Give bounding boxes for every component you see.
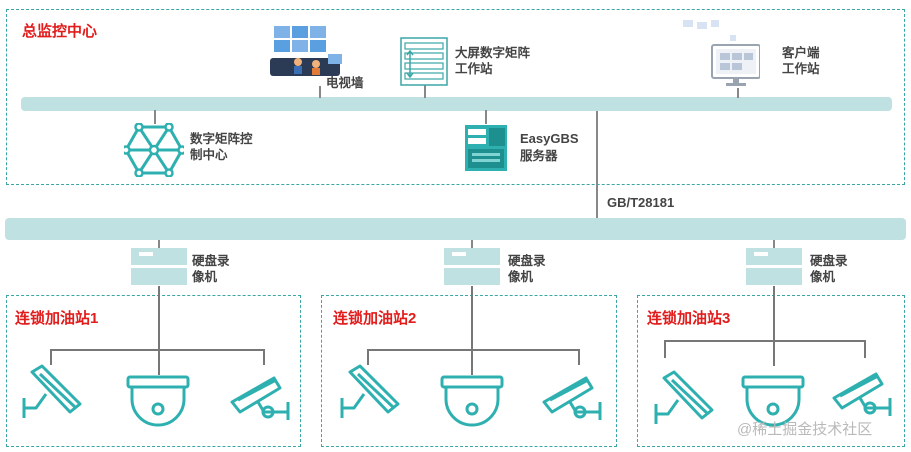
bullet-camera-icon [230,376,290,420]
protocol-trunk-line [596,111,598,219]
nvr-icon-1 [131,248,187,285]
bullet-camera-icon [22,364,82,418]
network-hub-icon [124,123,184,177]
gas-station-box-1 [6,295,301,447]
bullet-camera-icon [340,364,400,418]
matrix-workstation-label-2: 工作站 [455,62,493,76]
matrix-control-label-1: 数字矩阵控 [190,132,253,146]
camera-drop-3a [664,340,666,358]
main-network-bus [5,218,906,240]
gas-station-title-2: 连锁加油站2 [333,310,417,327]
matrix-workstation-label-1: 大屏数字矩阵 [455,46,531,60]
station-busline-2 [367,349,580,351]
connector-matrix-workstation [424,85,426,98]
server-label-1: EasyGBS [520,131,579,146]
bullet-camera-icon [542,376,602,420]
connector-client-workstation [737,88,739,98]
nvr-connector-2 [471,240,473,250]
monitoring-center-box [6,9,905,185]
rack-server-icon [400,37,448,86]
nvr-label-3a: 硬盘录 [810,254,848,268]
nvr-label-2b: 像机 [508,270,534,284]
nvr-label-2a: 硬盘录 [508,254,546,268]
connector-matrix-control [154,110,156,124]
nvr-label-1b: 像机 [192,270,218,284]
station-trunk-3 [773,286,775,341]
nvr-connector-3 [773,240,775,250]
server-cabinet-icon [465,125,507,171]
monitoring-center-title: 总监控中心 [22,23,98,40]
gas-station-box-2 [321,295,617,447]
center-network-bus [21,97,892,111]
client-workstation-label-2: 工作站 [782,62,820,76]
nvr-label-1a: 硬盘录 [192,254,230,268]
video-wall-icon [270,26,342,76]
nvr-label-3b: 像机 [810,270,836,284]
bullet-camera-icon [832,372,892,416]
camera-drop-2a [367,349,369,365]
camera-drop-1c [263,349,265,365]
camera-drop-3c [864,340,866,358]
server-label-2: 服务器 [520,149,558,163]
dome-camera-icon [741,375,805,427]
station-busline-1 [50,349,265,351]
nvr-icon-2 [444,248,500,285]
dome-camera-icon [440,375,504,427]
nvr-icon-3 [746,248,802,285]
station-trunk-2 [471,286,473,350]
camera-drop-2c [578,349,580,365]
dome-camera-icon [126,375,190,427]
station-busline-3 [664,340,866,342]
camera-drop-1a [50,349,52,365]
station-trunk-1 [158,286,160,350]
gas-station-box-3 [637,295,905,447]
matrix-control-label-2: 制中心 [190,148,228,162]
client-monitor-icon [683,20,760,86]
client-workstation-label-1: 客户端 [782,46,820,60]
gas-station-title-1: 连锁加油站1 [15,310,99,327]
camera-drop-2b [471,349,473,375]
nvr-connector-1 [158,240,160,250]
bullet-camera-icon [654,370,714,424]
connector-video-wall [319,86,321,98]
camera-drop-3b [773,340,775,366]
video-wall-label: 电视墙 [326,76,364,90]
gas-station-title-3: 连锁加油站3 [647,310,731,327]
connector-server [485,110,487,124]
protocol-label: GB/T28181 [607,195,675,210]
watermark: @稀土掘金技术社区 [737,421,873,438]
camera-drop-1b [158,349,160,375]
